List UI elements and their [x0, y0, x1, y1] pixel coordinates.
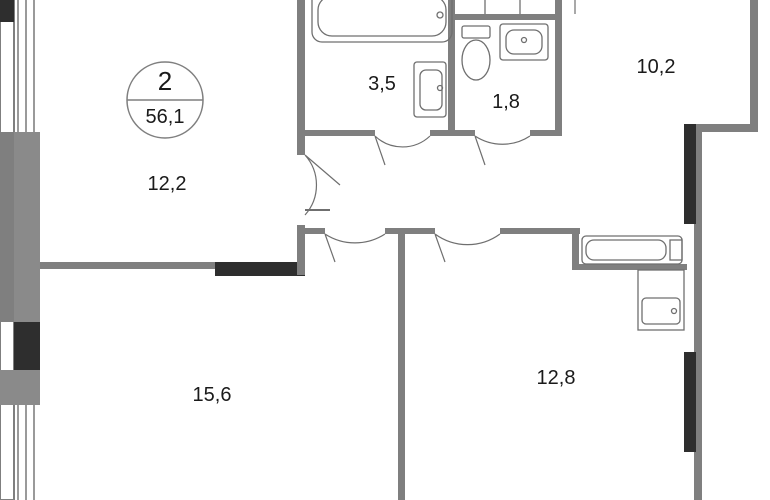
toilet-sink	[499, 23, 549, 61]
doors	[304, 0, 576, 263]
area-living-room: 15,6	[193, 384, 232, 406]
bathtub	[311, 0, 453, 43]
top-fixture	[484, 0, 521, 14]
utility-bathtub	[581, 235, 683, 265]
rooms-count: 2	[158, 66, 172, 96]
interior-walls	[40, 0, 758, 500]
left-facade	[0, 0, 40, 500]
total-area: 56,1	[146, 106, 185, 128]
area-kitchen: 10,2	[637, 56, 676, 78]
bathroom-sink	[413, 61, 447, 118]
area-bathroom: 3,5	[368, 73, 396, 95]
area-bedroom-bottom-right: 12,8	[537, 367, 576, 389]
utility-sink	[637, 269, 685, 331]
toilet-bowl	[461, 25, 491, 81]
area-toilet: 1,8	[492, 91, 520, 113]
apartment-badge: 2 56,1	[126, 61, 204, 139]
area-bedroom-top-left: 12,2	[148, 173, 187, 195]
